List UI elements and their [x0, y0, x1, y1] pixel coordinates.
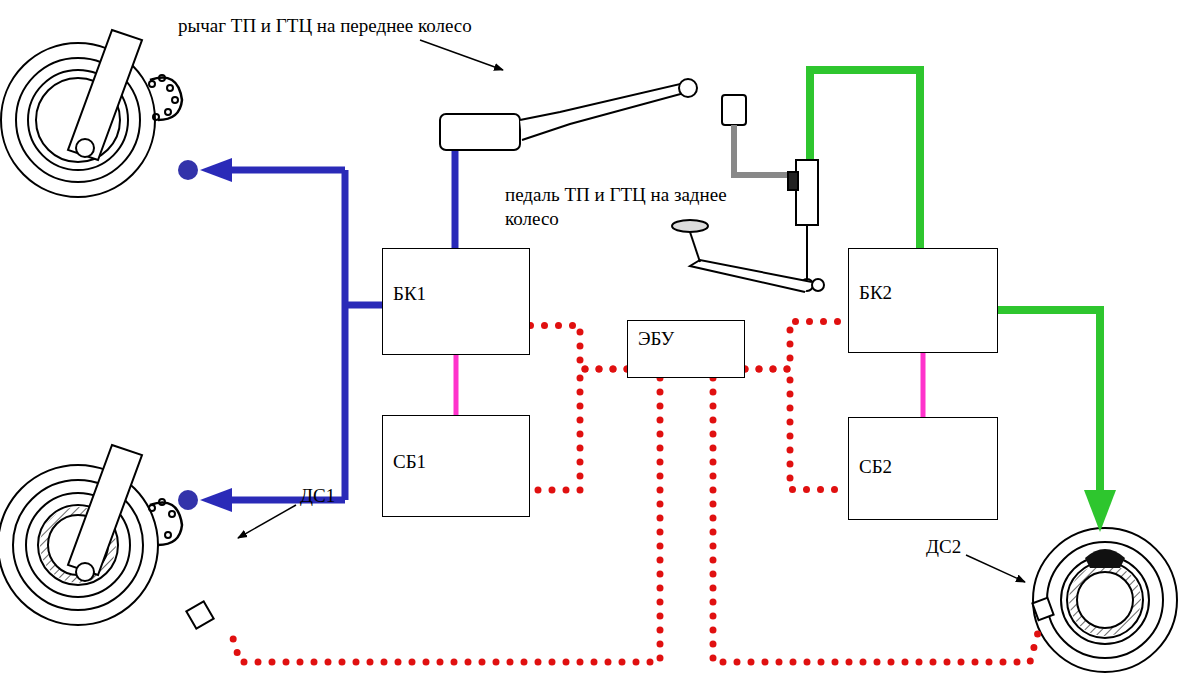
block-label: СБ1	[393, 451, 426, 473]
signal-wire	[745, 322, 848, 370]
front-wheel	[1, 30, 182, 197]
block-box: БК1	[382, 248, 530, 355]
front-wheel-sensor	[0, 445, 214, 629]
part-label: ДС1	[300, 484, 360, 508]
front-lever	[440, 79, 697, 150]
part-label: педаль ТП и ГТЦ на заднее колесо	[505, 183, 775, 231]
block-box: ЭБУ	[627, 320, 745, 378]
block-label: СБ2	[859, 456, 892, 478]
part-label: ДС2	[926, 535, 986, 559]
leader-line	[238, 40, 1025, 582]
block-box: СБ2	[848, 417, 998, 520]
block-label: БК2	[859, 282, 892, 304]
arrow-head	[1084, 490, 1116, 532]
signal-wire	[530, 326, 627, 370]
part-label: рычаг ТП и ГТЦ на переднее колесо	[178, 14, 518, 38]
rear-wheel	[1032, 528, 1177, 672]
block-box: СБ1	[382, 415, 530, 517]
front-caliper	[178, 490, 198, 510]
block-label: ЭБУ	[638, 328, 674, 350]
block-box: БК2	[848, 248, 998, 353]
sensor-wire	[232, 378, 1040, 662]
power-link	[921, 353, 926, 417]
signal-wire	[745, 369, 848, 490]
block-label: БК1	[393, 283, 426, 305]
arrow-head	[200, 488, 232, 512]
power-link	[454, 355, 459, 415]
signal-wire	[530, 369, 627, 490]
arrow-head	[200, 158, 232, 182]
rear-caliper	[1085, 549, 1125, 568]
front-caliper	[178, 160, 198, 180]
